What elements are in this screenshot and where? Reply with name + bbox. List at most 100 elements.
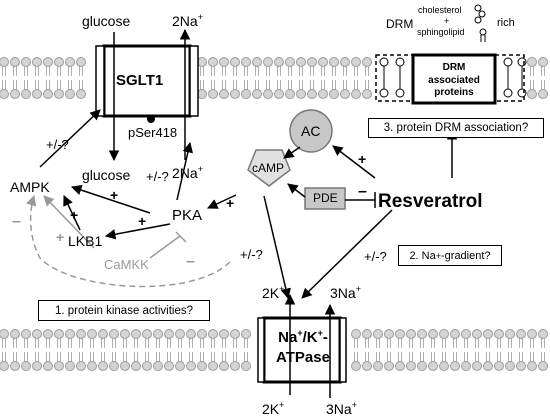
lipid-head xyxy=(340,57,350,67)
pka-ampk-plus: + xyxy=(110,187,119,203)
atpase-label-line2: ATPase xyxy=(276,349,330,366)
lipid-head xyxy=(505,329,515,339)
lipid-head xyxy=(120,329,130,339)
lipid-head xyxy=(208,329,218,339)
na-top-label: 2Na+ xyxy=(172,12,203,29)
res-atpase-edge-label: +/-? xyxy=(364,249,387,264)
glucose-bottom-label: glucose xyxy=(82,167,131,183)
lipid-head xyxy=(351,329,361,339)
lipid-head xyxy=(197,57,207,67)
lipid-head xyxy=(263,89,273,99)
lipid-head xyxy=(164,361,174,371)
pka-lkb1-plus: + xyxy=(138,213,147,229)
lipid-head xyxy=(241,329,251,339)
lipid-head xyxy=(54,89,64,99)
lipid-head xyxy=(461,361,471,371)
ac-to-camp-arrow xyxy=(283,146,301,159)
feedback-minus: – xyxy=(12,213,21,230)
lipid-head xyxy=(153,361,163,371)
resveratrol-label: Resveratrol xyxy=(378,191,483,212)
lipid-head xyxy=(362,361,372,371)
lipid-head xyxy=(32,329,42,339)
lipid-head xyxy=(538,361,548,371)
lipid-head xyxy=(175,329,185,339)
atpase-left-flange xyxy=(257,317,265,383)
lipid-head xyxy=(87,329,97,339)
ampk-sglt1-edge-label: +/-? xyxy=(46,137,69,152)
phospho-label: pSer418 xyxy=(128,125,178,140)
lipid-head xyxy=(329,89,339,99)
lipid-head xyxy=(21,329,31,339)
lipid-head xyxy=(527,57,537,67)
lipid-head xyxy=(230,329,240,339)
lipid-head xyxy=(395,329,405,339)
lipid-head xyxy=(406,361,416,371)
ampk-to-sglt1-arrow xyxy=(39,109,101,168)
pka-sglt1-edge-label: +/-? xyxy=(146,169,169,184)
drm-title: DRM xyxy=(386,17,414,31)
lkb1-to-ampk-arrow xyxy=(63,195,81,231)
lipid-head xyxy=(450,361,460,371)
lipid-head xyxy=(87,361,97,371)
lipid-head xyxy=(43,361,53,371)
sphingolipid-label: sphingolipid xyxy=(417,27,465,37)
lipid-head xyxy=(538,329,548,339)
lipid-head xyxy=(362,57,372,67)
lipid-head xyxy=(219,89,229,99)
lipid-head xyxy=(109,329,119,339)
na-top-atpase-label: 3Na+ xyxy=(330,284,361,301)
lipid-head xyxy=(10,57,20,67)
lipid-head xyxy=(461,329,471,339)
lipid-head xyxy=(351,57,361,67)
lkb1-ampk-plus: + xyxy=(70,207,79,223)
lipid-head xyxy=(417,329,427,339)
lipid-head xyxy=(131,361,141,371)
bottom-membrane xyxy=(0,329,548,371)
lipid-head xyxy=(373,361,383,371)
lipid-head xyxy=(428,361,438,371)
res-to-atpase-arrow xyxy=(301,209,393,299)
kinase-question-box: 1. protein kinase activities? xyxy=(38,300,210,321)
camkk-ampk-plus: + xyxy=(56,229,65,245)
lipid-head xyxy=(142,329,152,339)
lipid-head xyxy=(472,361,482,371)
camkk-label: CaMKK xyxy=(104,257,149,272)
lipid-head xyxy=(197,89,207,99)
camp-label: cAMP xyxy=(252,161,285,175)
k-bottom-label: 2K+ xyxy=(262,400,285,417)
lipid-head xyxy=(241,89,251,99)
ac-plus: + xyxy=(358,151,367,167)
pka-to-camkk-line xyxy=(149,235,181,259)
lipid-head xyxy=(417,361,427,371)
lipid-head xyxy=(351,89,361,99)
lipid-head xyxy=(373,329,383,339)
lipid-head xyxy=(0,329,9,339)
lipid-head xyxy=(230,89,240,99)
lipid-head xyxy=(494,361,504,371)
pka-to-sglt1-arrow xyxy=(176,141,194,201)
top-membrane xyxy=(0,57,548,99)
lipid-head xyxy=(76,89,86,99)
ampk-label: AMPK xyxy=(10,179,50,195)
lipid-head xyxy=(395,361,405,371)
lipid-head xyxy=(0,89,9,99)
rich-label: rich xyxy=(497,17,515,29)
signaling-arrows xyxy=(39,109,458,300)
drm-box-label: DRM associated proteins xyxy=(428,62,480,98)
lipid-head xyxy=(527,89,537,99)
pde-minus: – xyxy=(358,183,367,200)
lipid-head xyxy=(285,89,295,99)
lipid-head xyxy=(186,361,196,371)
camkk-to-ampk-arrow xyxy=(43,195,95,249)
camp-pka-plus: + xyxy=(226,195,235,211)
lipid-head xyxy=(21,361,31,371)
glucose-top-label: glucose xyxy=(82,13,131,29)
lipid-head xyxy=(516,361,526,371)
lipid-head xyxy=(527,329,537,339)
lipid-head xyxy=(329,57,339,67)
ac-label: AC xyxy=(301,123,321,139)
pde-to-camp-arrow xyxy=(287,183,306,198)
pde-node xyxy=(304,187,346,210)
feedback-dashed-arrow xyxy=(26,194,231,288)
lipid-head xyxy=(76,57,86,67)
